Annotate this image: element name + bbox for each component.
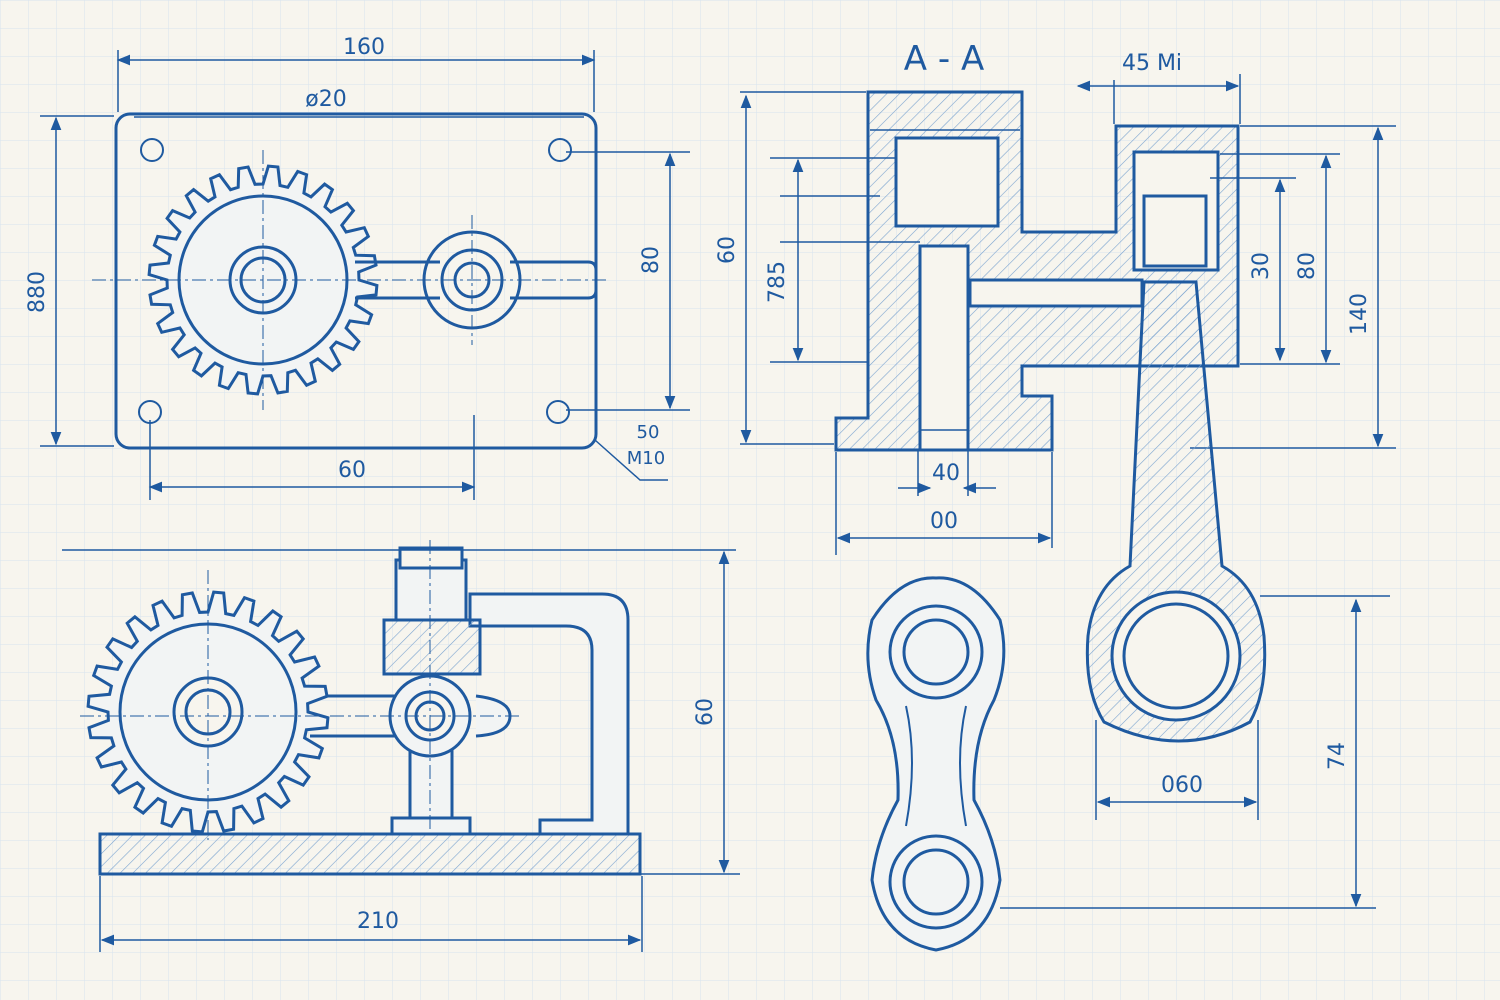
front-dimensions [62,549,740,952]
dim-rod-big-end: 060 [1161,773,1203,798]
connecting-rod-side [1085,280,1267,743]
dim-front-height: 60 [693,698,718,726]
dim-sec-total-height: 60 [715,236,740,264]
rod-dimensions [1000,595,1390,909]
section-title: A - A [904,39,984,79]
screw-hole-icon [138,138,572,424]
dim-top-dia: ø20 [305,87,346,112]
dim-sec-bore: 40 [932,461,960,486]
base-plate [98,832,642,876]
note-line-1: 50 [637,422,660,443]
dim-right-height: 80 [639,246,664,274]
dim-rod-length: 74 [1325,742,1350,770]
section-view [834,90,1240,452]
dim-sec-h3: 140 [1347,293,1372,335]
dim-sec-base-width: 00 [930,509,958,534]
dim-sec-h2: 80 [1295,252,1320,280]
note-line-2: M10 [627,448,665,469]
section-dimensions [740,74,1396,555]
plan-dimensions [40,50,690,500]
plan-view [92,112,610,450]
dim-top-width: 160 [343,35,385,60]
dim-sec-inner-height: 785 [765,261,790,303]
dim-left-height: 880 [25,271,50,313]
dim-bottom-width: 60 [338,458,366,483]
front-view [80,540,642,876]
dim-front-width: 210 [357,909,399,934]
dim-sec-top-right: 45 Mi [1122,51,1182,76]
connecting-rod-front [866,576,1006,952]
dim-sec-h1: 30 [1249,252,1274,280]
